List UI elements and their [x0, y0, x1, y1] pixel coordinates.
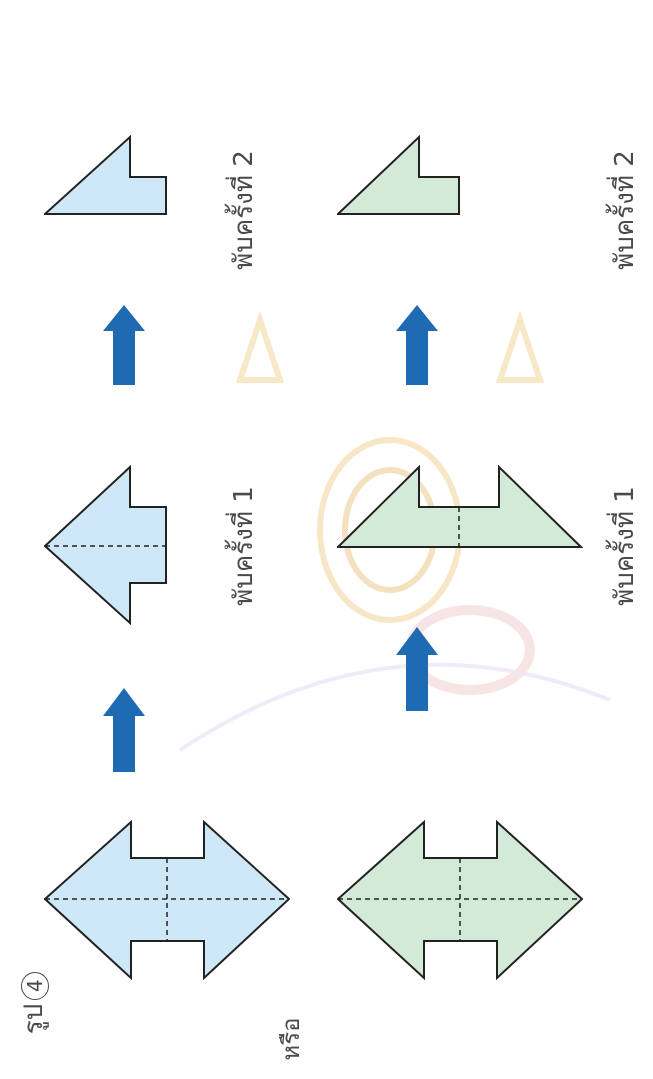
- blue-fold1-label: พับครั้งที่ 1: [229, 486, 259, 606]
- figure-number-label: รูป 4: [13, 948, 49, 1058]
- figure-canvas: รูป 4 หรือ พับครั้งที่ 1 พับครั้งที่ 2 พั…: [13, 135, 640, 1061]
- green-fold2-shape: [337, 135, 460, 215]
- blue-double-arrow-shape: [44, 820, 290, 980]
- green-double-arrow-shape: [337, 820, 583, 980]
- blue-fold2-shape: [44, 135, 167, 215]
- green-fold2-label: พับครั้งที่ 2: [610, 150, 640, 270]
- or-label: หรือ: [277, 1017, 305, 1061]
- green-fold1-shape: [337, 465, 583, 548]
- figure-number-circle: 4: [20, 971, 49, 1000]
- figure-label-prefix: รูป: [19, 1003, 49, 1035]
- blue-fold1-shape: [44, 465, 167, 625]
- green-fold1-label: พับครั้งที่ 1: [610, 486, 640, 606]
- step-arrow-icon: [396, 305, 438, 385]
- blue-fold2-label: พับครั้งที่ 2: [229, 150, 259, 270]
- step-arrow-icon: [103, 688, 145, 772]
- step-arrow-icon: [103, 305, 145, 385]
- step-arrow-icon: [396, 627, 438, 711]
